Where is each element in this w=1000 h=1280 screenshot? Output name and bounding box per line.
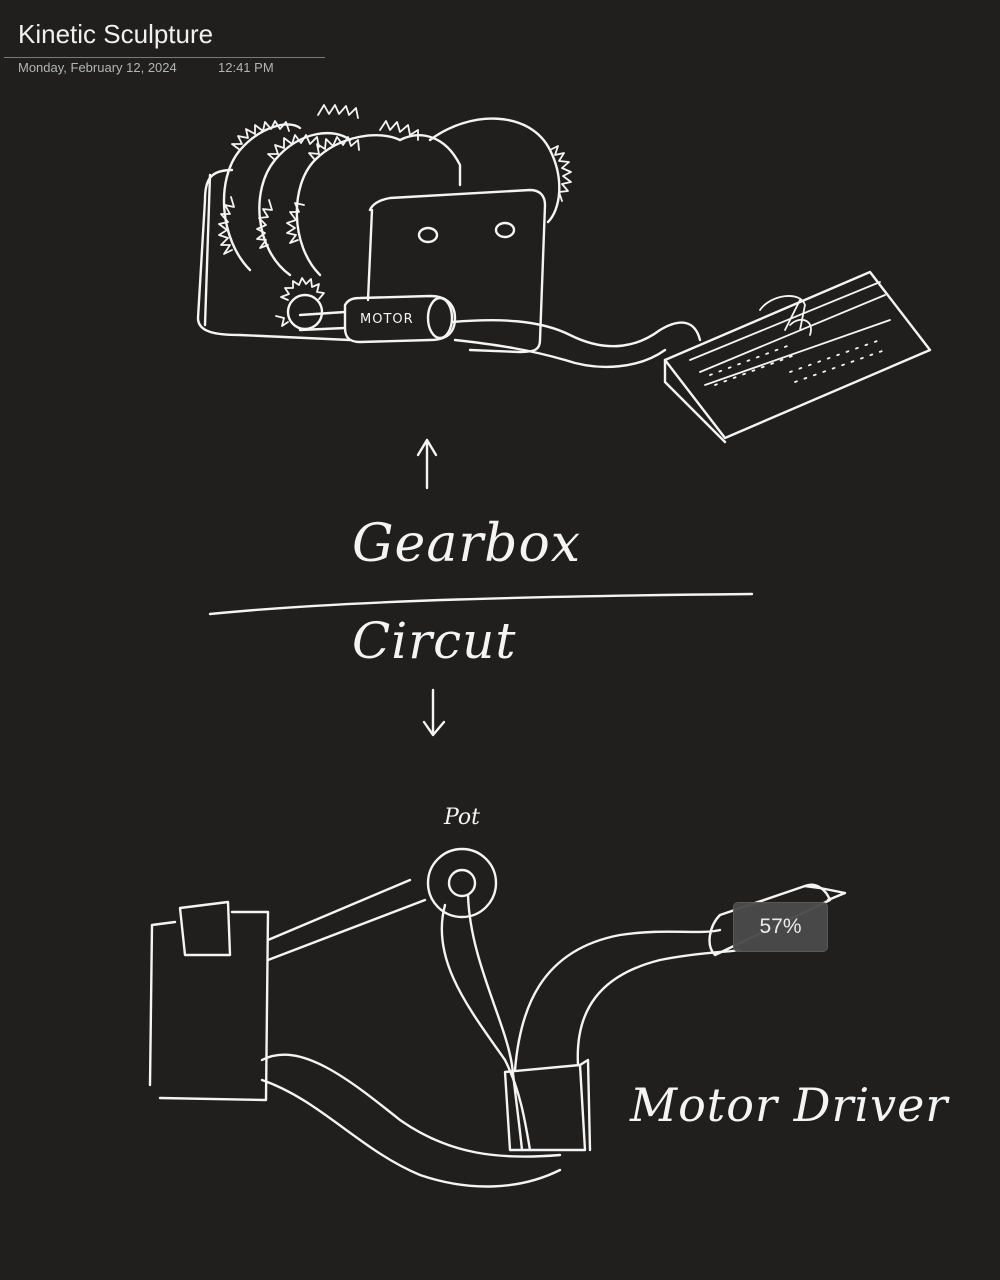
circut-ink-label: Circut	[352, 612, 516, 670]
wires-circuit	[262, 880, 740, 1186]
motor-ink-label: MOTOR	[360, 312, 414, 327]
small-pinion-gear	[276, 278, 324, 329]
gear-middle	[287, 105, 400, 275]
zoom-level-badge: 57%	[733, 902, 828, 952]
arrow-down	[424, 690, 444, 735]
motor-housing-box	[368, 190, 545, 352]
frame-bracket	[198, 170, 350, 340]
battery-pack	[150, 902, 268, 1100]
pot-ink-label: Pot	[444, 805, 480, 830]
wire-to-breadboard	[452, 320, 700, 367]
motor-driver-ink-label: Motor Driver	[630, 1078, 948, 1132]
breadboard	[665, 272, 930, 442]
gear-large-right	[380, 119, 571, 222]
arrow-up	[418, 440, 436, 488]
gearbox-ink-label: Gearbox	[352, 514, 581, 574]
section-divider	[210, 594, 752, 614]
potentiometer	[428, 849, 496, 917]
